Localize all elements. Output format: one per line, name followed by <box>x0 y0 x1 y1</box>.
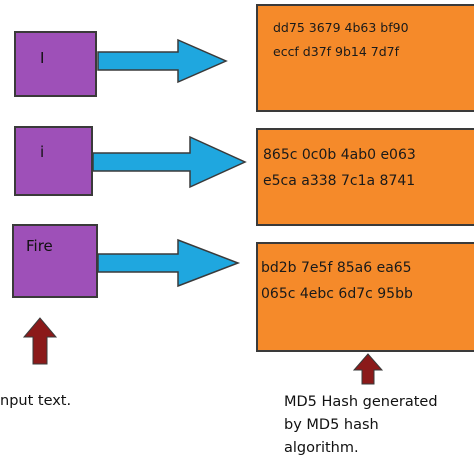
input-box-2: i <box>14 126 93 196</box>
hash-line: 865c 0c0b 4ab0 e063 <box>263 147 416 163</box>
right-arrow-icon <box>97 38 228 84</box>
input-box-1: I <box>14 31 97 97</box>
hash-line: 065c 4ebc 6d7c 95bb <box>261 286 413 302</box>
hash-box-1: dd75 3679 4b63 bf90 eccf d37f 9b14 7d7f <box>256 4 474 112</box>
output-caption-line2: by MD5 hash <box>284 417 379 433</box>
hash-line: dd75 3679 4b63 bf90 <box>273 20 409 35</box>
input-label: Fire <box>26 237 53 255</box>
input-caption: nput text. <box>0 393 72 409</box>
hash-line: bd2b 7e5f 85a6 ea65 <box>261 260 412 276</box>
hash-box-3: bd2b 7e5f 85a6 ea65 065c 4ebc 6d7c 95bb <box>256 242 474 352</box>
output-caption-line1: MD5 Hash generated <box>284 394 438 410</box>
input-box-3: Fire <box>12 224 98 298</box>
hash-box-2: 865c 0c0b 4ab0 e063 e5ca a338 7c1a 8741 <box>256 128 474 226</box>
input-label: i <box>40 143 45 161</box>
up-arrow-icon <box>352 353 384 385</box>
hash-line: e5ca a338 7c1a 8741 <box>263 173 416 189</box>
output-caption-line3: algorithm. <box>284 440 359 456</box>
right-arrow-icon <box>97 238 241 288</box>
right-arrow-icon <box>92 135 247 189</box>
hash-line: eccf d37f 9b14 7d7f <box>273 44 400 59</box>
up-arrow-icon <box>22 317 58 365</box>
input-label: I <box>40 49 45 67</box>
